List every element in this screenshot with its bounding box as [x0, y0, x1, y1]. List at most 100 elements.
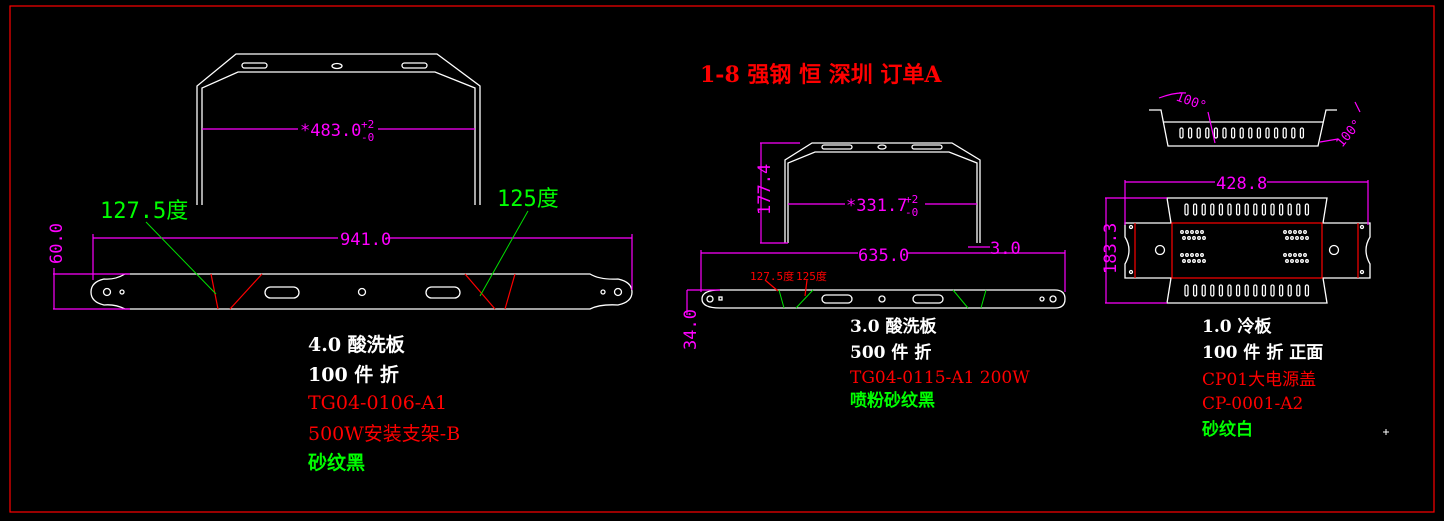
vent-slot [1296, 203, 1301, 216]
vent-slot [1244, 203, 1249, 216]
drawing-frame [9, 5, 1435, 513]
svg-text:635.0: 635.0 [858, 246, 909, 266]
vent-slot [1265, 127, 1270, 139]
svg-text:127.5度: 127.5度 [750, 269, 794, 283]
vent-hole [1283, 230, 1287, 234]
vent-hole [1200, 230, 1204, 234]
vent-slot [1299, 127, 1305, 139]
part2-notes: 3.0 酸洗板 500 件 折 TG04-0115-A1 200W 喷粉砂纹黑 [850, 316, 1030, 411]
vent-slot [1227, 203, 1232, 216]
vent-hole [1182, 236, 1186, 240]
svg-text:941.0: 941.0 [340, 230, 391, 250]
vent-slot [1187, 127, 1193, 139]
vent-slot [1278, 284, 1284, 297]
vent-hole [1190, 230, 1194, 234]
svg-text:125度: 125度 [497, 187, 559, 212]
vent-slot [1273, 127, 1279, 139]
vent-slot [1218, 203, 1224, 216]
vent-slot [1304, 203, 1310, 216]
vent-hole [1290, 259, 1294, 263]
vent-hole [1192, 259, 1196, 263]
part3-length-dimension: 428.8 [1124, 172, 1369, 225]
vent-slot [1210, 203, 1215, 216]
vent-slot [1201, 284, 1206, 297]
svg-text:TG04-0106-A1: TG04-0106-A1 [308, 392, 447, 414]
vent-hole [1192, 236, 1196, 240]
svg-text:+2: +2 [361, 118, 374, 131]
part1-length-dimension: 941.0 [92, 228, 633, 290]
vent-slot [1235, 284, 1241, 297]
vent-slot [1205, 127, 1210, 139]
vent-slot [1218, 284, 1224, 297]
ucs-crosshair-marker [1383, 429, 1389, 435]
svg-text:*483.0: *483.0 [300, 121, 361, 141]
vent-slot [1235, 203, 1241, 216]
vent-slot [1196, 127, 1201, 139]
vent-slot [1296, 284, 1301, 297]
svg-text:砂纹白: 砂纹白 [1202, 419, 1253, 440]
svg-text:125度: 125度 [796, 269, 827, 283]
svg-text:127.5度: 127.5度 [100, 199, 188, 224]
svg-text:100 件 折 正面: 100 件 折 正面 [1202, 342, 1323, 363]
vent-hole [1202, 259, 1206, 263]
part2-bracket-view [784, 142, 981, 243]
vent-hole [1295, 236, 1299, 240]
vent-slot [1230, 127, 1236, 139]
vent-hole [1195, 230, 1199, 234]
vent-hole [1293, 253, 1297, 257]
vent-hole [1180, 230, 1184, 234]
vent-hole [1303, 253, 1307, 257]
part1-bend-angle-notes: 127.5度 125度 [100, 187, 559, 297]
part2-flat-bar [701, 279, 1066, 309]
vent-slot [1184, 203, 1189, 216]
vent-hole [1288, 253, 1292, 257]
svg-text:34.0: 34.0 [681, 309, 701, 350]
vent-slot [1253, 284, 1258, 297]
vent-slot [1287, 284, 1292, 297]
vent-hole [1190, 253, 1194, 257]
vent-slot [1222, 127, 1227, 139]
svg-text:100°: 100° [1174, 90, 1209, 115]
vent-hole [1180, 253, 1184, 257]
svg-text:428.8: 428.8 [1216, 174, 1267, 194]
vent-slot [1179, 127, 1184, 139]
vent-slot [1304, 284, 1310, 297]
vent-hole [1305, 236, 1309, 240]
part2-length-dimension: 635.0 3.0 [700, 239, 1066, 292]
svg-text:-0: -0 [361, 131, 374, 144]
vent-hole [1305, 259, 1309, 263]
part1-height-dimension: 60.0 [47, 223, 130, 310]
vent-hole [1200, 253, 1204, 257]
svg-text:喷粉砂纹黑: 喷粉砂纹黑 [850, 390, 935, 411]
vent-slot [1253, 203, 1258, 216]
vent-hole [1195, 253, 1199, 257]
vent-slot [1227, 284, 1232, 297]
part1-inner-dimension: *483.0 +2 -0 [202, 118, 475, 144]
part3-notes: 1.0 冷板 100 件 折 正面 CP01大电源盖 CP-0001-A2 砂纹… [1202, 316, 1323, 440]
vent-hole [1300, 236, 1304, 240]
svg-text:砂纹黑: 砂纹黑 [308, 451, 365, 474]
vent-hole [1295, 259, 1299, 263]
vent-slot [1270, 284, 1275, 297]
vent-hole [1293, 230, 1297, 234]
part1-bracket-view [196, 53, 481, 205]
vent-hole [1182, 259, 1186, 263]
part2-inner-dimension: *331.7 +2 -0 [788, 193, 977, 219]
svg-text:CP01大电源盖: CP01大电源盖 [1202, 370, 1316, 390]
vent-hole [1298, 230, 1302, 234]
part1-flat-bar [90, 273, 633, 310]
vent-hole [1285, 259, 1289, 263]
svg-text:-0: -0 [905, 206, 918, 219]
vent-hole [1185, 230, 1189, 234]
vent-hole [1298, 253, 1302, 257]
vent-hole [1187, 259, 1191, 263]
vent-slot [1192, 203, 1198, 216]
svg-text:4.0 酸洗板: 4.0 酸洗板 [308, 333, 406, 356]
vent-slot [1192, 284, 1198, 297]
svg-text:500 件 折: 500 件 折 [850, 342, 931, 363]
vent-hole [1300, 259, 1304, 263]
vent-hole [1197, 236, 1201, 240]
part3-height-dimension: 183.3 [1101, 197, 1167, 304]
svg-text:100°: 100° [1334, 117, 1366, 151]
